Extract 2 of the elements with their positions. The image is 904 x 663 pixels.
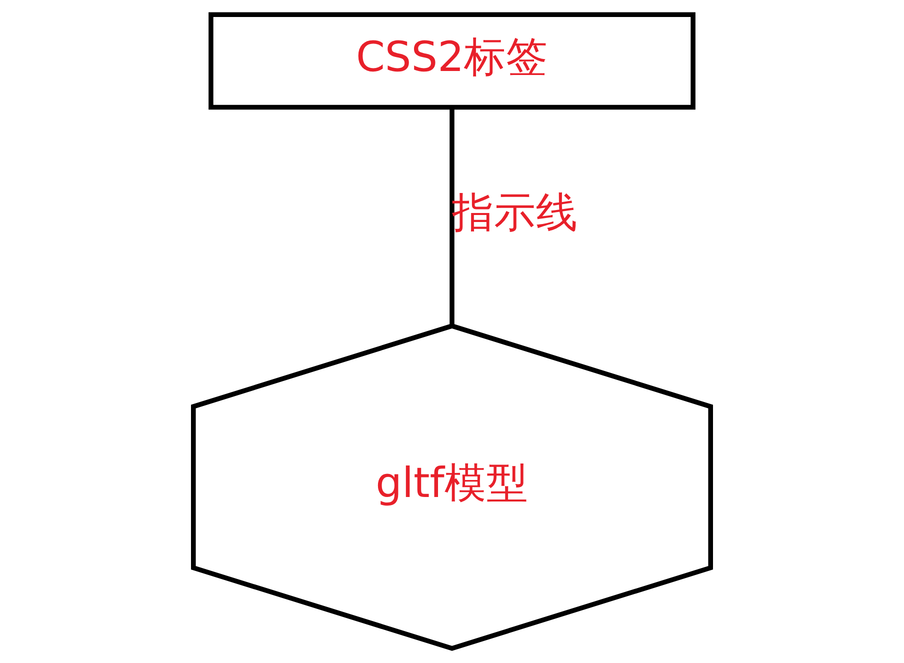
node-box: CSS2标签 xyxy=(208,12,696,110)
connector xyxy=(450,108,454,326)
